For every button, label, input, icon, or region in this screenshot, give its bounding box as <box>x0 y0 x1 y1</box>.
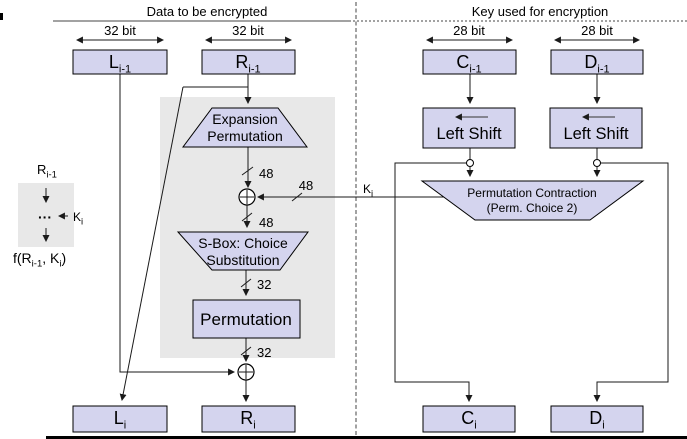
label-48-after-xor: 48 <box>259 215 273 230</box>
title-left: Data to be encrypted <box>147 4 268 19</box>
block-permutation-contraction: Permutation Contraction (Perm. Choice 2) <box>420 180 645 221</box>
legend-f-function: Ri-1 ··· Ki f(Ri-1, Ki) <box>13 162 83 270</box>
wire-loop-d <box>593 162 669 403</box>
register-box <box>422 49 517 75</box>
tick-48-after-expansion <box>241 166 254 176</box>
register-box <box>422 405 516 433</box>
pc2-line2: (Perm. Choice 2) <box>487 201 578 215</box>
expansion-line2: Permutation <box>207 128 282 144</box>
register-label: Ci-1 <box>456 52 481 76</box>
bit-width-label-d: 28 bit <box>581 23 613 38</box>
xor2-icon <box>237 363 255 381</box>
sbox-shape <box>176 231 309 271</box>
label-48-key: 48 <box>299 178 313 193</box>
wires <box>119 74 669 403</box>
sbox-line1: S-Box: Choice <box>198 235 288 251</box>
pc2-shape <box>420 180 645 221</box>
permutation-shape <box>192 299 301 339</box>
register-d-prev: Di-1 <box>550 49 644 76</box>
tick-48-after-xor <box>241 212 253 222</box>
register-label: Di <box>589 408 604 432</box>
register-label: Ri-1 <box>235 52 260 76</box>
label-32-after-sbox: 32 <box>257 277 271 292</box>
wire-loop-c <box>394 162 473 403</box>
expansion-shape <box>182 107 308 148</box>
register-r-prev: Ri-1 <box>201 49 296 76</box>
block-left-shift-d: Left Shift <box>549 107 643 149</box>
tick-32-after-permutation <box>240 346 252 356</box>
bus-ticks <box>240 166 303 356</box>
block-sbox: S-Box: Choice Substitution <box>176 231 309 271</box>
register-box <box>550 49 644 75</box>
register-label: Li-1 <box>109 52 131 76</box>
branch-dot-c <box>466 159 474 167</box>
label-32-after-permutation: 32 <box>257 345 271 360</box>
expansion-line1: Expansion <box>212 111 277 127</box>
bit-width-label-c: 28 bit <box>453 23 485 38</box>
title-right: Key used for encryption <box>472 4 609 19</box>
label-key-ki: Ki <box>363 182 373 200</box>
register-label: Li <box>114 408 126 432</box>
register-box <box>201 405 296 433</box>
sbox-line2: Substitution <box>206 252 279 268</box>
wire-rprev-to-lout <box>119 86 184 402</box>
bit-width-label-l: 32 bit <box>104 23 136 38</box>
label-48-after-expansion: 48 <box>259 166 273 181</box>
register-c-prev: Ci-1 <box>422 49 517 76</box>
register-r-out: Ri <box>201 405 296 433</box>
bit-width-arrows: 32 bit 32 bit 28 bit 28 bit <box>75 23 641 44</box>
block-permutation: Permutation <box>192 299 301 339</box>
register-label: Ci <box>461 408 476 432</box>
register-l-prev: Li-1 <box>72 49 168 76</box>
register-box <box>72 405 168 433</box>
tick-48-key <box>291 192 303 202</box>
register-label: Di-1 <box>584 52 609 76</box>
wire-lprev-to-xor2 <box>119 74 236 376</box>
pc2-line1: Permutation Contraction <box>467 186 596 200</box>
register-label: Ri <box>240 408 255 432</box>
edge-artifact-top <box>0 13 3 20</box>
block-left-shift-c: Left Shift <box>422 107 516 149</box>
bit-width-label-r: 32 bit <box>232 23 264 38</box>
left-shift-d-shape <box>549 107 643 149</box>
bottom-bar <box>46 436 687 439</box>
left-shift-d-label: Left Shift <box>563 125 629 143</box>
legend-output-label: f(Ri-1, Ki) <box>13 250 66 270</box>
register-c-out: Ci <box>422 405 516 433</box>
register-l-out: Li <box>72 405 168 433</box>
block-expansion-permutation: Expansion Permutation <box>182 107 308 148</box>
branch-dot-d <box>593 159 601 167</box>
register-box <box>550 405 644 433</box>
legend-input-label: Ri-1 <box>37 162 57 181</box>
legend-key-label: Ki <box>73 210 83 228</box>
permutation-label: Permutation <box>200 310 292 329</box>
register-box <box>72 49 168 75</box>
register-d-out: Di <box>550 405 644 433</box>
register-box <box>201 49 296 75</box>
left-shift-c-shape <box>422 107 516 149</box>
left-shift-c-label: Left Shift <box>436 125 502 143</box>
xor1-icon <box>238 188 256 206</box>
tick-32-after-sbox <box>240 278 252 288</box>
legend-dots: ··· <box>38 209 52 225</box>
